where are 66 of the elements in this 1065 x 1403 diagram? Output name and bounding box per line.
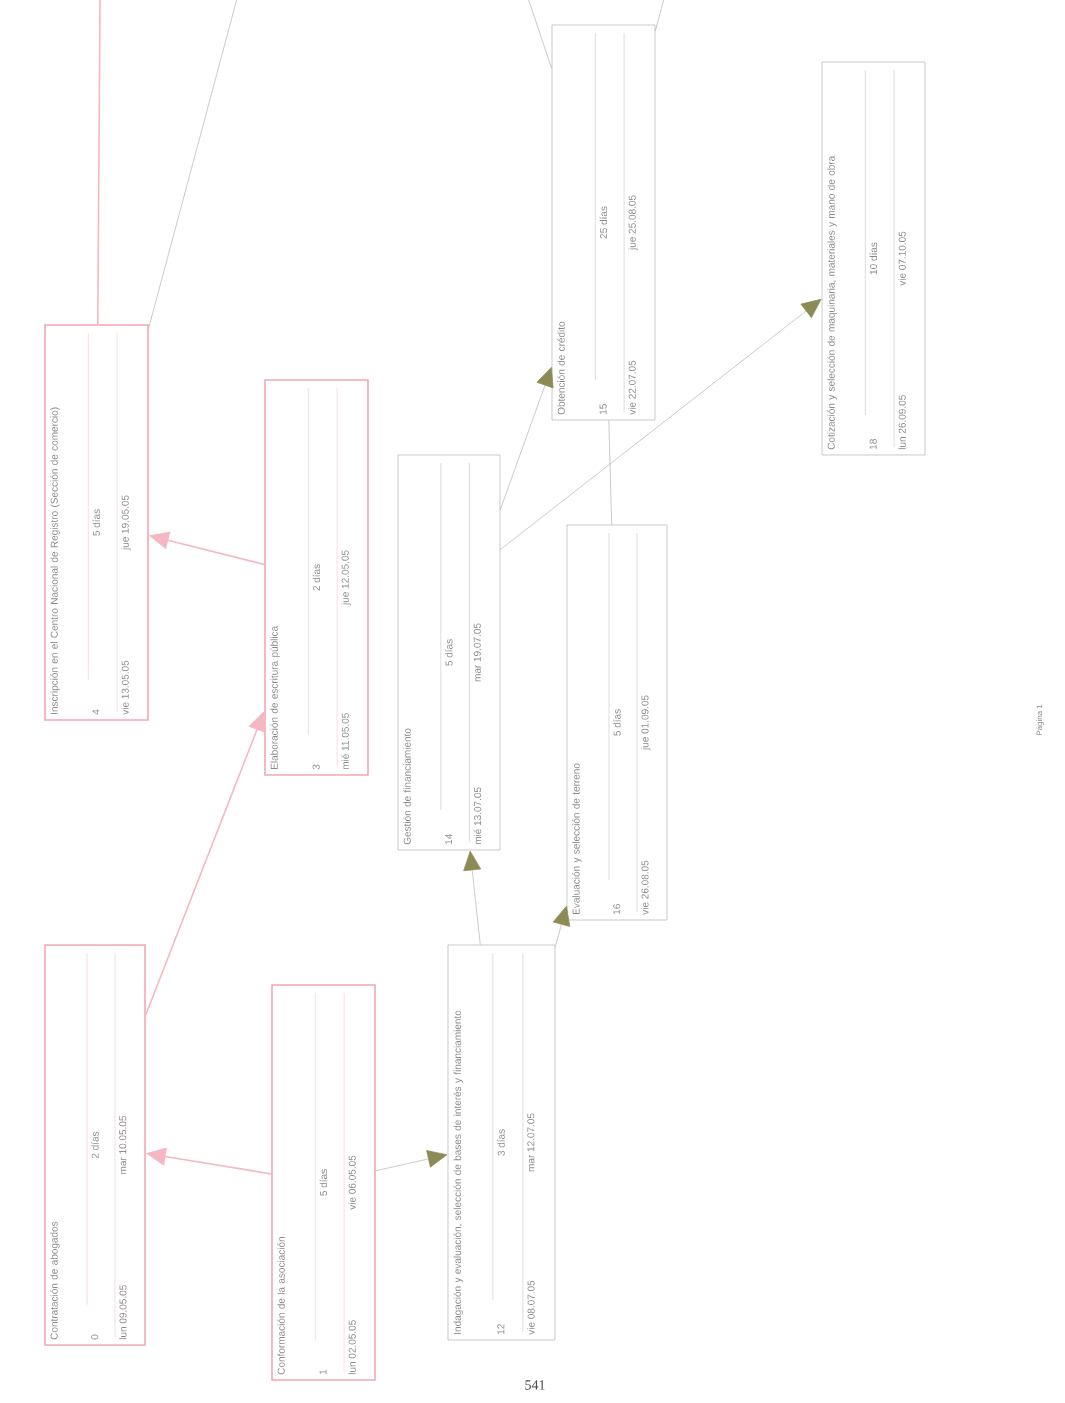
task-box	[264, 379, 369, 776]
duration: 5 días	[92, 509, 100, 536]
connector	[552, 905, 571, 948]
task-name: Elaboración de escritura pública	[270, 625, 280, 769]
task-box	[44, 324, 149, 721]
start-date: vie 13.05.05	[121, 660, 129, 715]
task-id: 0	[91, 1334, 99, 1340]
start-date: lun 02.05.05	[348, 1320, 356, 1375]
task-box	[566, 524, 668, 921]
task-id: 15	[599, 404, 607, 414]
duration: 25 días	[599, 206, 608, 239]
task-name: Gestión de financiamiento	[403, 728, 411, 845]
task-name: Conformación de la asociación	[277, 1237, 285, 1375]
task-name: Obtención de crédito	[557, 321, 565, 415]
task-name: Contratación de abogados	[50, 1221, 60, 1340]
connector	[655, 0, 666, 32]
task-box	[447, 944, 556, 1341]
end-date: mar 19.07.05	[473, 623, 481, 682]
connector	[500, 298, 822, 550]
end-date: jue 19.05.05	[121, 495, 131, 551]
connector	[148, 0, 239, 328]
start-date: vie 26.08.05	[641, 860, 649, 915]
connector	[375, 1150, 448, 1172]
task-name: Evaluación y selección de terreno	[572, 763, 582, 914]
task-id: 12	[497, 1324, 505, 1334]
end-date: mar 12.07.05	[527, 1113, 535, 1172]
end-date: vie 06.05.05	[348, 1155, 356, 1210]
start-date: mié 11.05.05	[341, 713, 349, 770]
duration: 3 días	[497, 1129, 505, 1156]
task-id: 3	[312, 764, 320, 770]
connector	[526, 0, 552, 69]
end-date: jue 12.05.05	[341, 550, 351, 606]
end-date: jue 01.09.05	[641, 695, 651, 751]
page-number: 541	[525, 1380, 545, 1390]
end-date: vie 07.10.05	[898, 231, 906, 286]
start-date: mié 13.07.05	[473, 787, 482, 845]
task-id: 14	[445, 833, 452, 844]
task-id: 4	[92, 709, 100, 715]
end-date: jue 25.08.05	[628, 195, 638, 251]
task-box	[821, 61, 926, 456]
task-box	[44, 944, 146, 1346]
task-name: Indagación y evaluación, selección de bases de interés y financiamiento	[453, 1010, 463, 1334]
duration: 2 días	[312, 564, 321, 591]
connector	[463, 850, 482, 945]
task-box	[551, 24, 656, 421]
task-id: 1	[319, 1369, 327, 1374]
duration: 5 días	[613, 709, 621, 736]
connector	[500, 367, 554, 510]
task-id: 18	[869, 439, 877, 449]
task-box	[271, 984, 376, 1381]
task-box	[397, 454, 501, 851]
connector	[97, 0, 101, 325]
task-name: Inscripción en el Centro Nacional de Registro (Sección de comercio)	[50, 407, 60, 714]
duration: 2 días	[91, 1131, 99, 1159]
duration: 5 días	[319, 1169, 328, 1196]
start-date: lun 26.09.05	[898, 395, 906, 450]
connector	[608, 420, 612, 525]
duration: 10 días	[869, 242, 878, 275]
duration: 5 días	[445, 639, 453, 666]
start-date: vie 08.07.05	[527, 1280, 535, 1335]
task-id: 16	[613, 904, 621, 914]
task-name: Cotización y selección de maquinaria, materiales y mano de obra	[827, 155, 837, 450]
end-date: mar 10.05.05	[119, 1115, 127, 1174]
start-date: lun 09.05.05	[119, 1285, 127, 1340]
start-date: vie 22.07.05	[628, 360, 636, 415]
page-footer: Página 1	[1036, 704, 1044, 736]
